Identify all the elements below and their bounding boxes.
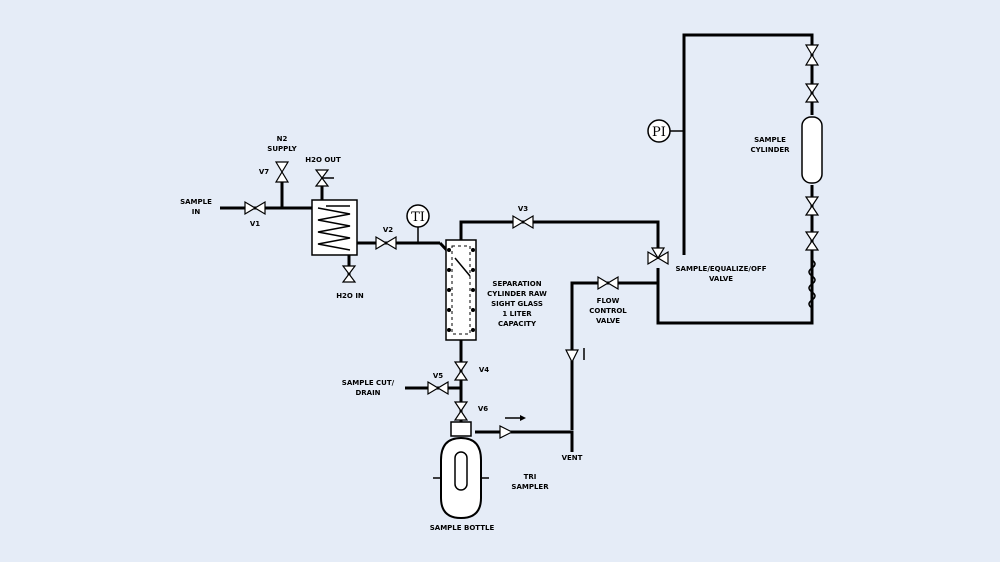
n2-supply-label-1: N2: [277, 135, 288, 143]
v3-label: V3: [518, 205, 528, 213]
separator-vapor-pipe: [459, 220, 660, 248]
vent-pipe: [475, 430, 574, 452]
flow-control-pipe: [570, 281, 658, 430]
separation-cylinder: [445, 239, 477, 341]
sample-equalize-label-2: VALVE: [709, 275, 733, 283]
valve-h2o-out[interactable]: [314, 169, 334, 187]
sample-cylinder: [801, 44, 823, 309]
cylinder-top-pipe: [682, 33, 814, 255]
flow-control-label-3: VALVE: [596, 317, 620, 325]
v1-label: V1: [250, 220, 260, 228]
separation-label-1: SEPARATION: [492, 280, 541, 288]
valve-flow-control[interactable]: [597, 275, 619, 291]
separation-label-3: SIGHT GLASS: [491, 300, 543, 308]
separation-label-5: CAPACITY: [498, 320, 537, 328]
sample-in-label-1: SAMPLE: [180, 198, 212, 206]
separation-label-4: 1 LITER: [502, 310, 532, 318]
h2o-in-label: H2O IN: [336, 292, 364, 300]
v5-label: V5: [433, 372, 443, 380]
v2-label: V2: [383, 226, 393, 234]
valve-h2o-in[interactable]: [341, 265, 357, 283]
valve-v2[interactable]: [375, 235, 397, 251]
sample-cylinder-label-2: CYLINDER: [750, 146, 790, 154]
valve-v3[interactable]: [512, 214, 534, 230]
sample-in-label-2: IN: [192, 208, 201, 216]
pi-label: PI: [652, 125, 666, 140]
valve-sample-equalize[interactable]: [647, 247, 669, 266]
sample-cut-drain-label-2: DRAIN: [355, 389, 380, 397]
v6-label: V6: [478, 405, 488, 413]
sample-bottle: [433, 421, 489, 520]
separation-label-2: CYLINDER RAW: [487, 290, 547, 298]
tri-sampler-label-1: TRI: [524, 473, 537, 481]
sample-cylinder-label-1: SAMPLE: [754, 136, 786, 144]
sample-equalize-label-1: SAMPLE/EQUALIZE/OFF: [676, 265, 767, 273]
v7-label: V7: [259, 168, 269, 176]
flow-control-label-1: FLOW: [597, 297, 620, 305]
valve-v7[interactable]: [274, 161, 290, 183]
check-valve-vent-riser: [565, 348, 585, 364]
tri-sampler-label-2: SAMPLER: [511, 483, 549, 491]
ti-label: TI: [411, 210, 425, 225]
sample-bottle-label: SAMPLE BOTTLE: [430, 524, 495, 532]
valve-v6[interactable]: [453, 401, 469, 421]
n2-supply-label-2: SUPPLY: [267, 145, 297, 153]
cylinder-bottom-pipe: [656, 185, 814, 325]
v4-label: V4: [479, 366, 489, 374]
temperature-indicator: TI: [406, 204, 430, 228]
h2o-out-label: H2O OUT: [305, 156, 341, 164]
check-valve-bottle-vent: [499, 415, 526, 439]
valve-v1[interactable]: [244, 200, 266, 216]
heat-exchanger: [311, 185, 358, 280]
pressure-indicator: PI: [647, 119, 671, 143]
valve-v5[interactable]: [427, 380, 449, 396]
sample-cut-drain-label-1: SAMPLE CUT/: [342, 379, 395, 387]
valve-v4[interactable]: [453, 361, 469, 381]
vent-label: VENT: [562, 454, 583, 462]
flow-control-label-2: CONTROL: [589, 307, 627, 315]
